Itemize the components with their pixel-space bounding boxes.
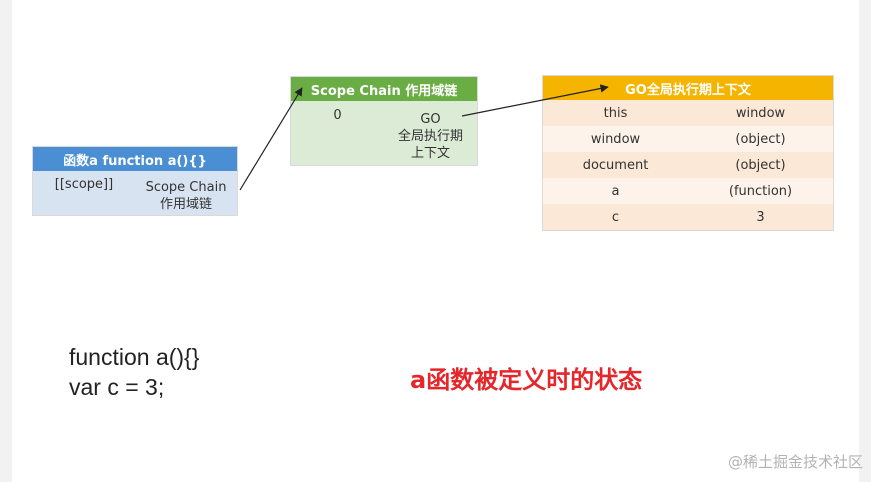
scope-chain-header: Scope Chain 作用域链 — [291, 77, 477, 101]
scope-chain-row: 0 GO 全局执行期 上下文 — [291, 101, 477, 165]
go-row-value: 3 — [756, 209, 765, 225]
go-row-this: this window — [543, 100, 833, 126]
code-snippet: function a(){} var c = 3; — [69, 342, 199, 402]
go-label-line2: 全局执行期 — [397, 128, 463, 144]
scope-value-cell: Scope Chain 作用域链 — [135, 171, 237, 215]
function-a-box: 函数a function a(){} [[scope]] Scope Chain… — [32, 146, 238, 216]
go-label-line3: 上下文 — [410, 145, 450, 161]
go-row-key: this — [603, 105, 628, 121]
go-label-line1: GO — [420, 111, 441, 127]
go-row-key: c — [611, 209, 620, 225]
scope-key-cell: [[scope]] — [54, 177, 114, 192]
go-row-document: document (object) — [543, 152, 833, 178]
code-line-2: var c = 3; — [69, 374, 165, 400]
scope-chain-index: 0 — [333, 108, 342, 123]
left-frame-edge — [0, 0, 12, 482]
watermark-text: @稀土掘金技术社区 — [727, 453, 863, 471]
go-row-key: document — [582, 157, 649, 173]
right-frame-edge — [859, 0, 871, 482]
go-row-a: a (function) — [543, 178, 833, 204]
scope-chain-box: Scope Chain 作用域链 0 GO 全局执行期 上下文 — [290, 76, 478, 166]
scope-value-line1: Scope Chain — [145, 179, 227, 195]
go-context-table: GO全局执行期上下文 this window window (object) d… — [542, 75, 834, 231]
go-row-value: (object) — [735, 157, 786, 173]
go-row-value: window — [735, 105, 786, 121]
go-context-header: GO全局执行期上下文 — [543, 76, 833, 100]
go-row-key: a — [611, 183, 620, 199]
go-row-value: (object) — [735, 131, 786, 147]
go-row-c: c 3 — [543, 204, 833, 230]
function-a-header: 函数a function a(){} — [33, 147, 237, 171]
function-a-scope-row: [[scope]] Scope Chain 作用域链 — [33, 171, 237, 215]
go-row-window: window (object) — [543, 126, 833, 152]
code-line-1: function a(){} — [69, 344, 200, 370]
go-row-value: (function) — [728, 183, 793, 199]
scope-value-line2: 作用域链 — [159, 196, 212, 212]
diagram-caption: a函数被定义时的状态 — [410, 366, 643, 394]
go-row-key: window — [590, 131, 641, 147]
scope-chain-go-cell: GO 全局执行期 上下文 — [384, 101, 477, 165]
